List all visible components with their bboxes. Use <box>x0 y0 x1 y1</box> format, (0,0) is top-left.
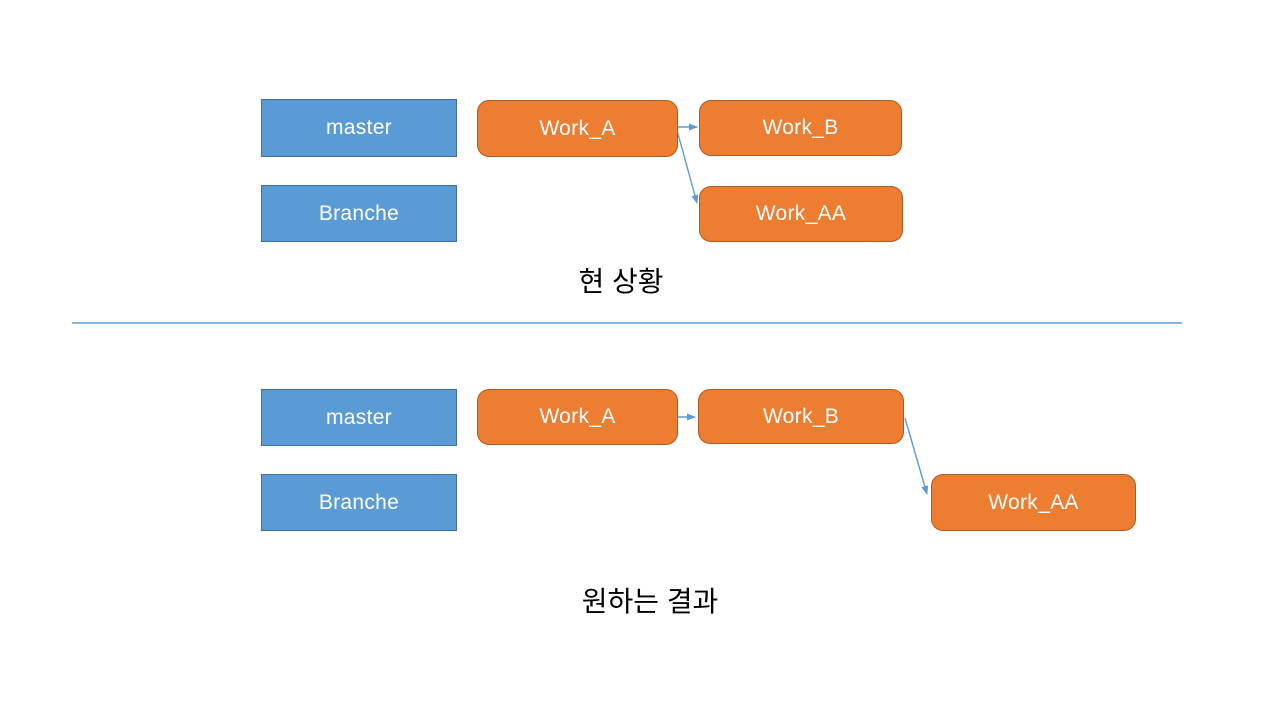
top-node-work-b: Work_B <box>699 100 902 156</box>
bottom-section-caption: 원하는 결과 <box>581 586 719 617</box>
arrow-top-work-a-to-work-aa <box>676 129 699 204</box>
top-node-work-a: Work_A <box>477 100 678 157</box>
top-master-label-box: master <box>261 99 457 157</box>
top-node-work-aa-label: Work_AA <box>755 202 847 225</box>
bottom-branche-label: Branche <box>318 490 400 514</box>
bottom-node-work-b-label: Work_B <box>762 404 840 428</box>
top-branche-label: Branche <box>318 201 400 225</box>
bottom-branche-label-box: Branche <box>261 474 457 531</box>
top-branche-label-box: Branche <box>261 185 457 242</box>
top-master-label: master <box>326 116 392 139</box>
bottom-master-label: master <box>326 405 392 429</box>
bottom-node-work-a: Work_A <box>477 389 678 445</box>
bottom-node-work-a-label: Work_A <box>539 405 616 428</box>
top-node-work-a-label: Work_A <box>539 116 616 140</box>
top-node-work-b-label: Work_B <box>762 116 839 139</box>
bottom-node-work-aa-label: Work_AA <box>988 490 1079 514</box>
bottom-node-work-b: Work_B <box>698 389 904 444</box>
bottom-master-label-box: master <box>261 389 457 446</box>
top-section-caption: 현 상황 <box>578 266 664 297</box>
top-node-work-aa: Work_AA <box>699 186 903 242</box>
bottom-node-work-aa: Work_AA <box>931 474 1136 531</box>
arrow-bottom-work-b-to-work-aa <box>904 417 929 495</box>
